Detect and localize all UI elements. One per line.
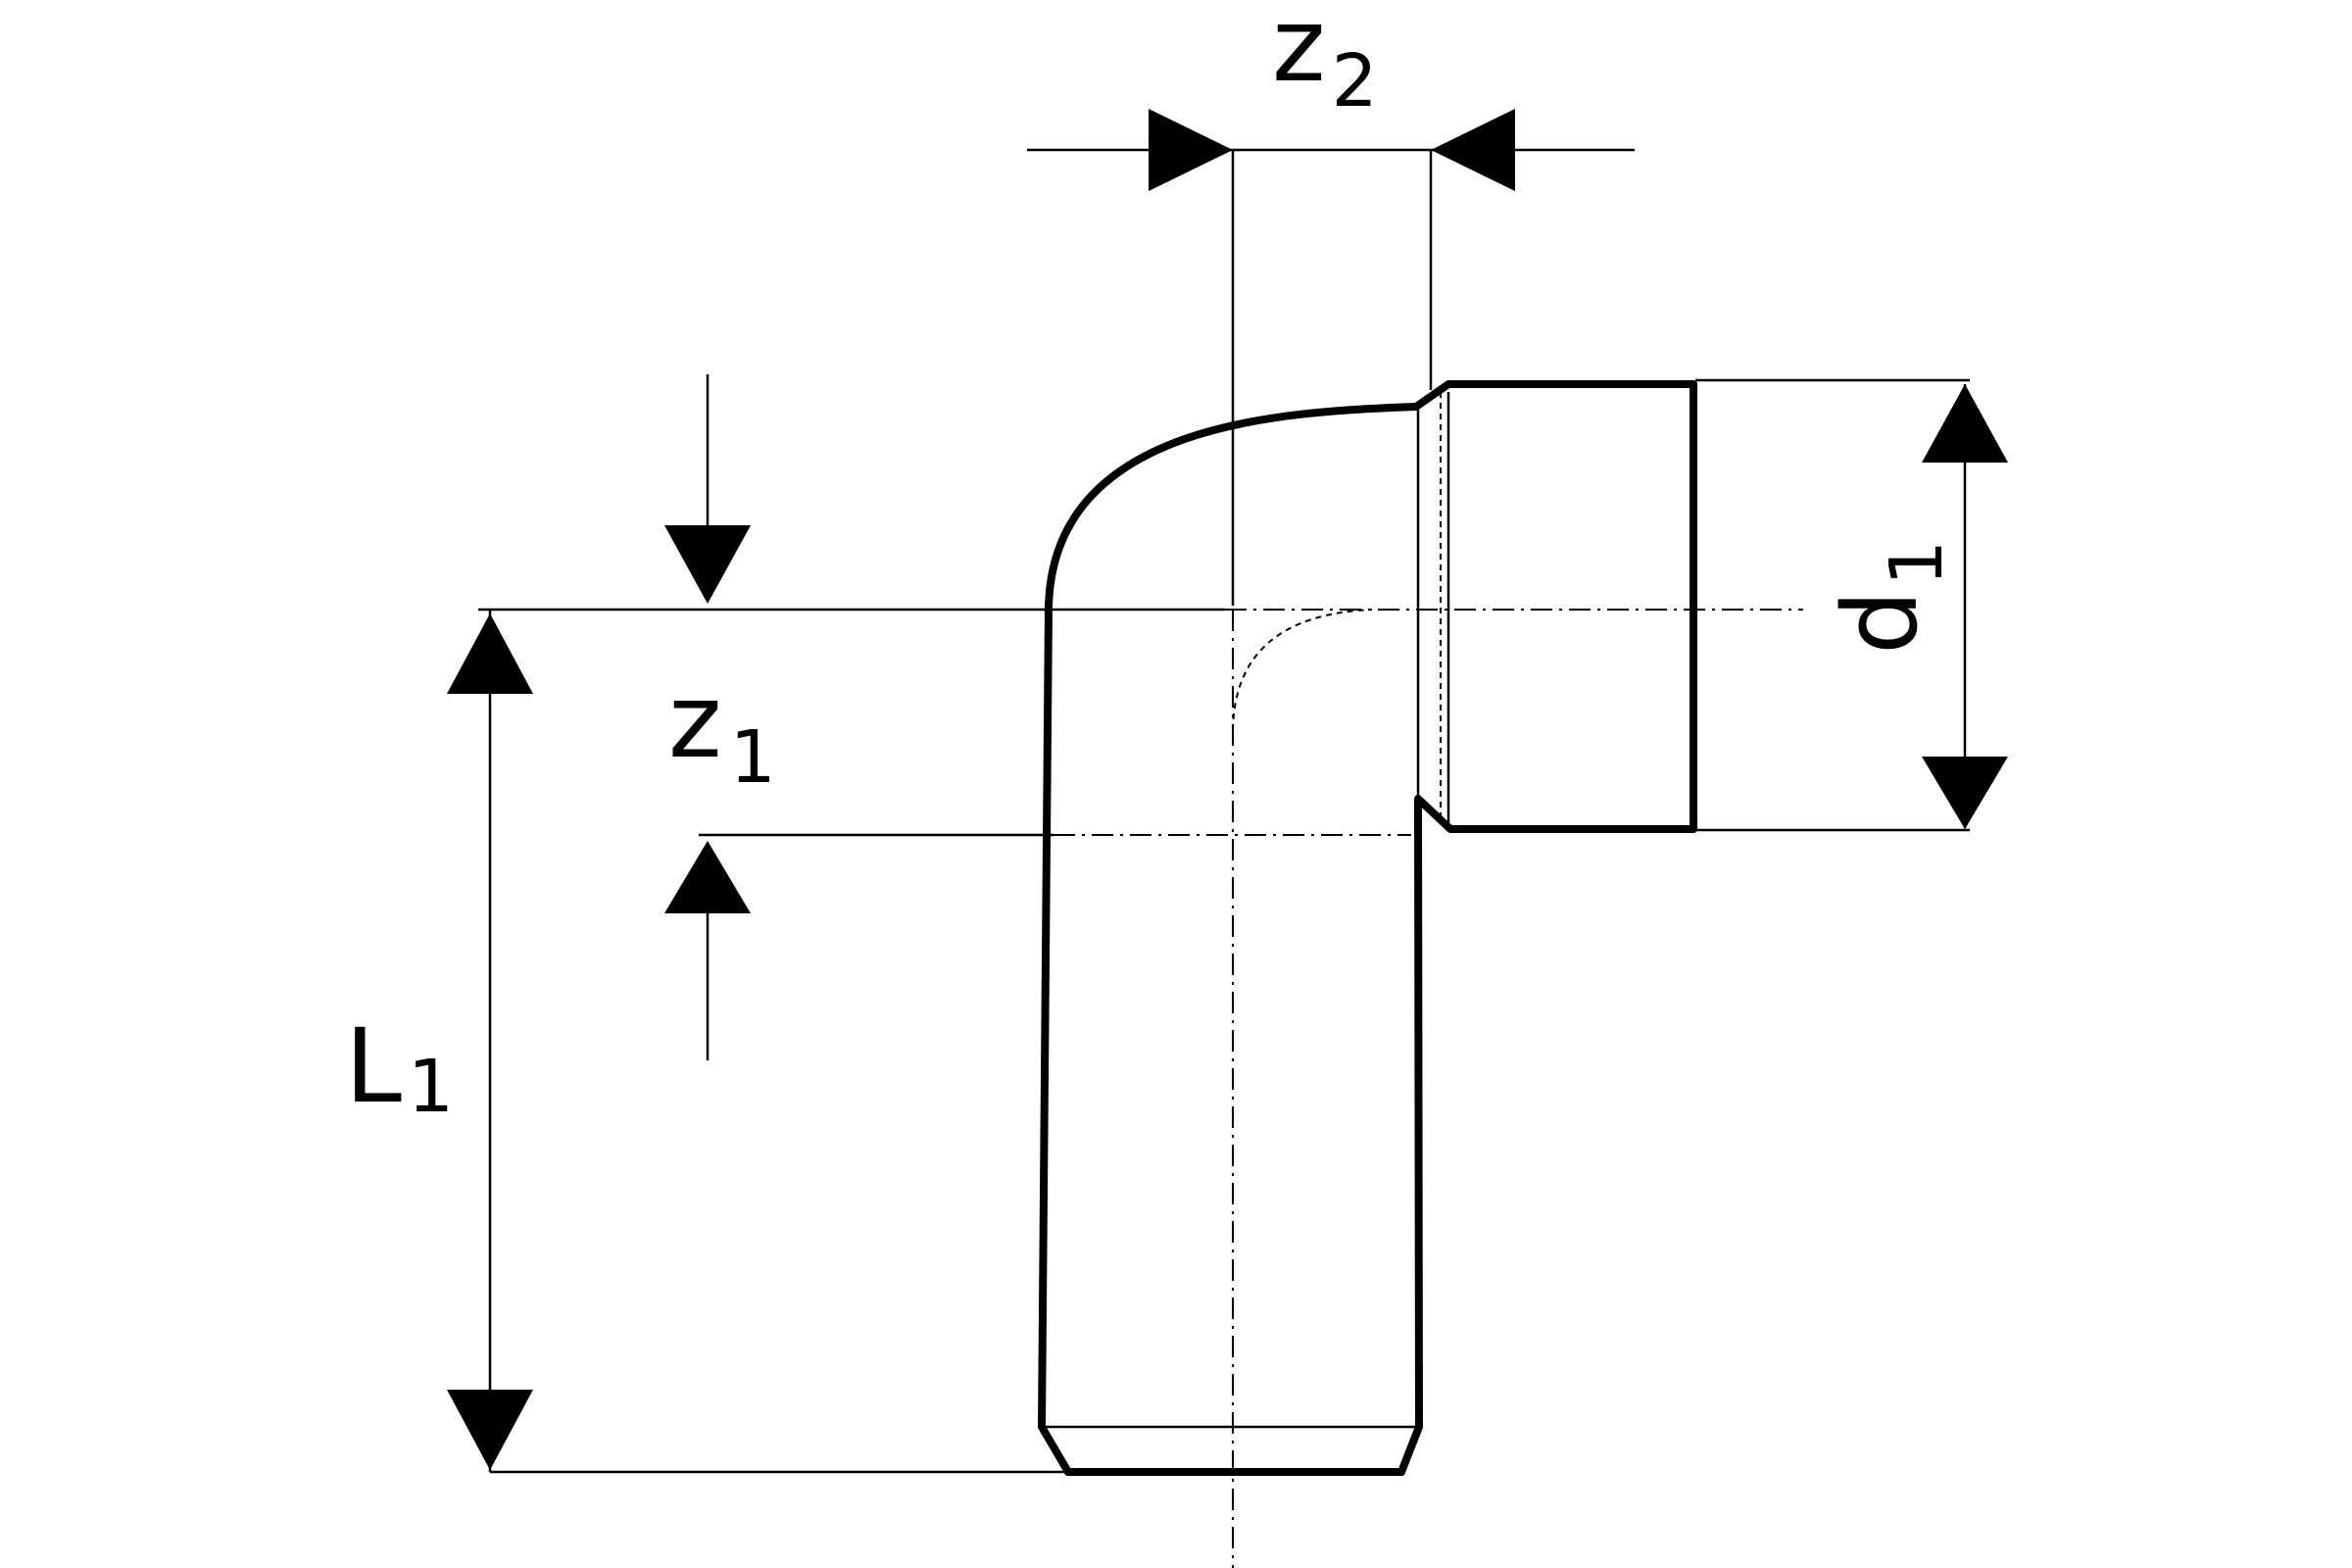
z1-label-sub: 1 xyxy=(730,715,776,800)
pipe-elbow-body xyxy=(1038,380,1697,1476)
d1-arrowhead-top xyxy=(1922,384,2008,463)
d1-label-sub: 1 xyxy=(1875,540,1959,586)
inner-bend-hidden-line xyxy=(1232,609,1373,731)
hidden-lines xyxy=(1232,392,1442,823)
l1-label: L1 xyxy=(345,1006,454,1129)
elbow-outline xyxy=(1038,380,1697,1476)
dimension-l1: L1 xyxy=(345,610,1068,1474)
z2-label-main: z xyxy=(1272,0,1326,105)
d1-label: d1 xyxy=(1821,540,1959,655)
l1-arrowhead-top xyxy=(447,613,533,694)
z1-arrowhead-top xyxy=(664,525,751,604)
z2-arrowhead-right xyxy=(1431,109,1515,191)
l1-label-main: L xyxy=(345,1006,402,1126)
dimension-d1: d1 xyxy=(1695,378,2008,832)
l1-label-sub: 1 xyxy=(408,1045,454,1129)
center-lines xyxy=(1054,609,1803,1568)
z2-arrowhead-left xyxy=(1149,109,1233,191)
d1-arrowhead-bottom xyxy=(1922,757,2008,829)
z1-arrowhead-bottom xyxy=(664,841,751,913)
dimension-z2: z2 xyxy=(1027,0,1635,606)
z2-label-sub: 2 xyxy=(1332,39,1378,123)
z2-label: z2 xyxy=(1272,0,1378,123)
z1-label-main: z xyxy=(668,662,722,781)
l1-arrowhead-bottom xyxy=(447,1390,533,1470)
d1-label-main: d xyxy=(1821,590,1940,655)
